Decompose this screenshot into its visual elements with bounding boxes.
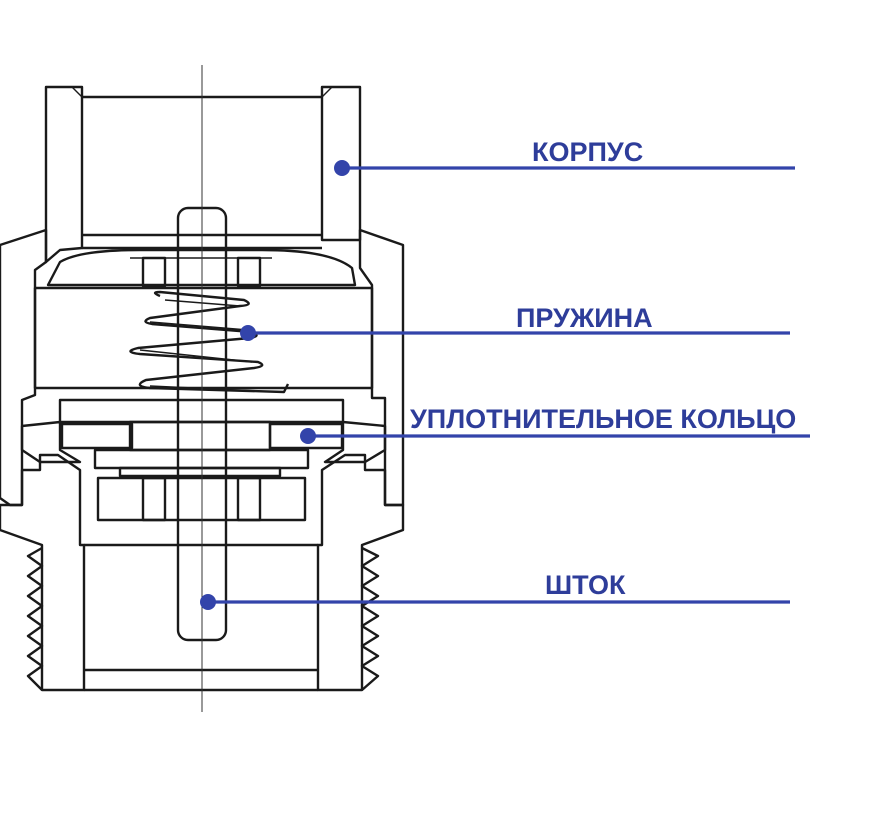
body-left-lower-wall	[0, 453, 86, 692]
label-body: КОРПУС	[532, 137, 643, 167]
label-seal-ring: УПЛОТНИТЕЛЬНОЕ КОЛЬЦО	[410, 404, 796, 434]
label-spring: ПРУЖИНА	[516, 303, 653, 333]
callout-seal-ring: УПЛОТНИТЕЛЬНОЕ КОЛЬЦО	[300, 404, 810, 444]
label-stem: ШТОК	[545, 570, 626, 600]
spring-cage	[33, 248, 374, 390]
spring	[129, 290, 290, 394]
body-left-shell	[0, 228, 48, 507]
callout-spring: ПРУЖИНА	[240, 303, 790, 341]
callout-body: КОРПУС	[334, 137, 795, 176]
thread-left	[26, 546, 44, 691]
body-right-lower-wall	[316, 453, 405, 692]
body-left-upper-wall	[44, 85, 84, 264]
body-right-shell	[358, 228, 405, 507]
valve-body	[0, 85, 405, 692]
thread-right	[360, 546, 380, 691]
callout-stem: ШТОК	[200, 570, 790, 610]
